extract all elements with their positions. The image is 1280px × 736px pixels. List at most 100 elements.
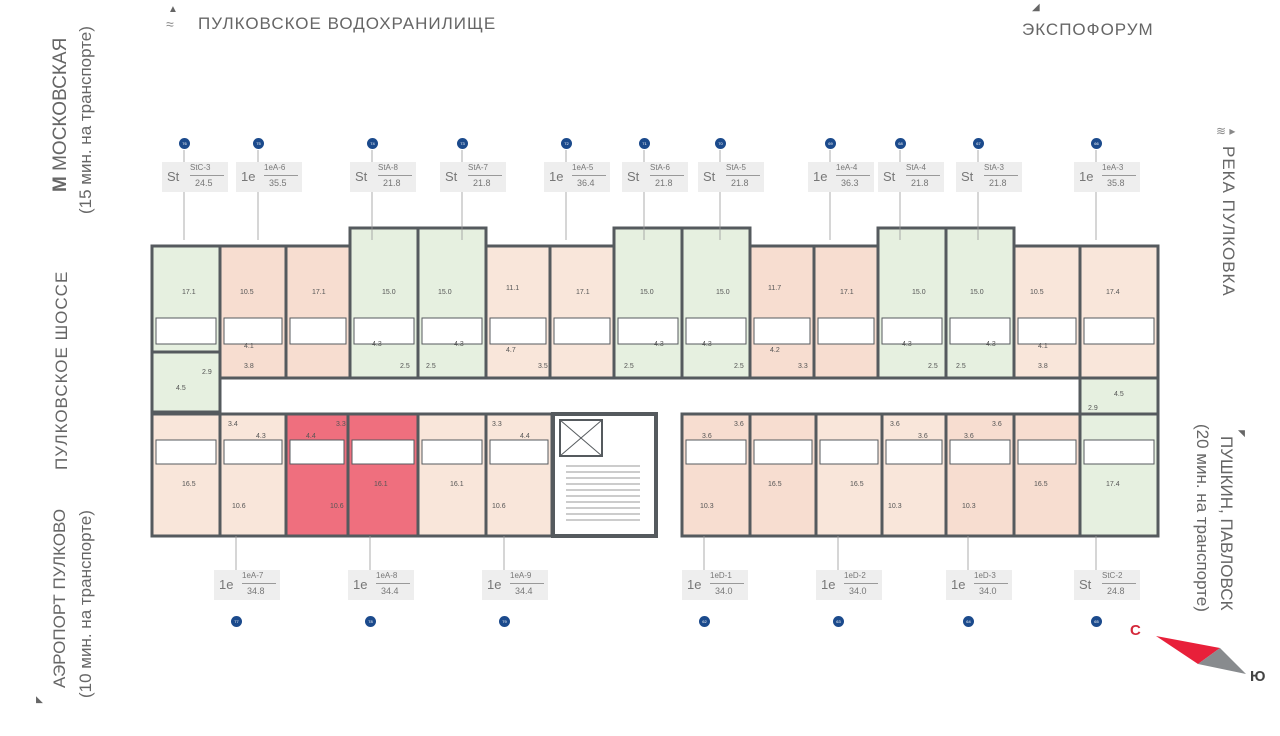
apartment-bottom-11[interactable] (1012, 412, 1082, 538)
bathroom-bottom-2[interactable] (289, 439, 345, 465)
apartment-bottom-8[interactable] (814, 412, 884, 538)
apartment-top-5[interactable] (484, 244, 552, 380)
unit-number-dot[interactable]: 67 (973, 138, 984, 149)
apartment-bottom-10[interactable] (944, 412, 1016, 538)
bathroom-bottom-1[interactable] (223, 439, 283, 465)
apartment-top-11[interactable] (876, 226, 948, 380)
bathroom-bottom-11[interactable] (1017, 439, 1077, 465)
bathroom-top-10[interactable] (817, 317, 875, 345)
bathroom-top-14[interactable] (1083, 317, 1155, 345)
bathroom-bottom-9[interactable] (885, 439, 943, 465)
apartment-top-9[interactable] (748, 244, 816, 380)
unit-number-dot[interactable]: 73 (457, 138, 468, 149)
bathroom-top-8[interactable] (685, 317, 747, 345)
bathroom-bottom-12[interactable] (1083, 439, 1155, 465)
unit-number-dot[interactable]: 63 (833, 616, 844, 627)
bathroom-top-11[interactable] (881, 317, 943, 345)
bathroom-bottom-3[interactable] (351, 439, 415, 465)
room-area-bottom-15: 16.5 (768, 481, 782, 488)
apartment-top-corner-left[interactable] (150, 350, 222, 414)
bathroom-bottom-0[interactable] (155, 439, 217, 465)
apartment-top-14[interactable] (1078, 244, 1160, 380)
unit-code: StA-3 (984, 163, 1005, 172)
apartment-bottom-9[interactable] (880, 412, 948, 538)
apartment-bottom-1[interactable] (218, 412, 288, 538)
unit-number-dot[interactable]: 77 (231, 616, 242, 627)
apartment-bottom-0[interactable] (150, 412, 222, 538)
unit-number-dot[interactable]: 71 (639, 138, 650, 149)
apartment-top-3[interactable] (348, 226, 420, 380)
apartment-bottom-2[interactable] (284, 412, 350, 538)
unit-number-dot[interactable]: 79 (499, 616, 510, 627)
bathroom-top-9[interactable] (753, 317, 811, 345)
unit-type: 1e (219, 577, 234, 592)
unit-number-dot[interactable]: 68 (895, 138, 906, 149)
apartment-top-1[interactable] (218, 244, 288, 380)
bathroom-top-3[interactable] (353, 317, 415, 345)
bathroom-bottom-6[interactable] (685, 439, 747, 465)
bathroom-bottom-7[interactable] (753, 439, 813, 465)
unit-number-dot[interactable]: 62 (699, 616, 710, 627)
bathroom-top-6[interactable] (553, 317, 611, 345)
apartment-top-2[interactable] (284, 244, 352, 380)
bathroom-top-1[interactable] (223, 317, 283, 345)
bathroom-top-0[interactable] (155, 317, 217, 345)
bathroom-top-4[interactable] (421, 317, 483, 345)
unit-number-dot[interactable]: 74 (367, 138, 378, 149)
bathroom-bottom-4[interactable] (421, 439, 483, 465)
bathroom-bottom-5[interactable] (489, 439, 549, 465)
divider (906, 175, 940, 176)
apartment-top-13[interactable] (1012, 244, 1082, 380)
unit-number-dot[interactable]: 64 (963, 616, 974, 627)
apartment-bottom-3[interactable] (346, 412, 420, 538)
unit-number-dot[interactable]: 70 (715, 138, 726, 149)
unit-number-dot[interactable]: 65 (1091, 616, 1102, 627)
apartment-bottom-6[interactable] (680, 412, 752, 538)
unit-number-dot[interactable]: 72 (561, 138, 572, 149)
unit-number-dot[interactable]: 75 (253, 138, 264, 149)
apartment-top-6[interactable] (548, 244, 616, 380)
divider (468, 175, 502, 176)
bathroom-top-13[interactable] (1017, 317, 1077, 345)
apartment-top-12[interactable] (944, 226, 1016, 380)
unit-number-dot[interactable]: 69 (825, 138, 836, 149)
apartment-top-10[interactable] (812, 244, 880, 380)
apartment-bottom-4[interactable] (416, 412, 488, 538)
unit-number-dot[interactable]: 76 (179, 138, 190, 149)
divider (264, 175, 298, 176)
apartment-bottom-5[interactable] (484, 412, 554, 538)
apartment-top-7[interactable] (612, 226, 684, 380)
unit-type: 1e (821, 577, 836, 592)
unit-number-dot[interactable]: 66 (1091, 138, 1102, 149)
apartment-top-corner-right[interactable] (1078, 376, 1160, 416)
bathroom-bottom-10[interactable] (949, 439, 1011, 465)
bathroom-top-12[interactable] (949, 317, 1011, 345)
apartment-bottom-7[interactable] (748, 412, 818, 538)
bathroom-top-7[interactable] (617, 317, 679, 345)
bathroom-bottom-8[interactable] (819, 439, 879, 465)
apartment-bottom-12[interactable] (1078, 412, 1160, 538)
bathroom-top-5[interactable] (489, 317, 547, 345)
unit-number-dot[interactable]: 78 (365, 616, 376, 627)
apartment-top-8[interactable] (680, 226, 752, 380)
bathroom-top-2[interactable] (289, 317, 347, 345)
apartment-top-4[interactable] (416, 226, 488, 380)
